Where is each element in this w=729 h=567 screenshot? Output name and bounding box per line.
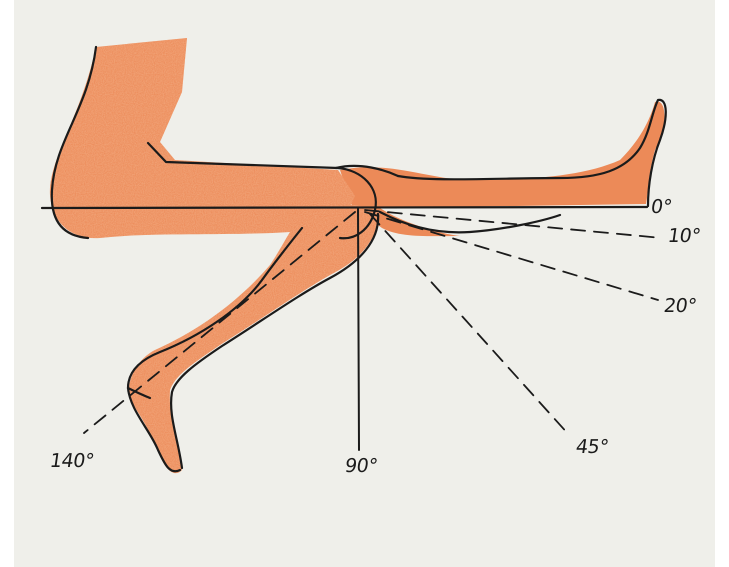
label-20-deg: 20°: [662, 295, 697, 317]
line-90-deg: [358, 208, 359, 450]
paper-border-left: [0, 0, 14, 567]
label-45-deg: 45°: [574, 436, 609, 458]
paper-border-right: [715, 0, 729, 567]
label-90-deg: 90°: [343, 455, 378, 477]
line-0-deg: [42, 207, 647, 208]
label-10-deg: 10°: [666, 225, 701, 247]
label-0-deg: 0°: [649, 196, 673, 218]
label-140-deg: 140°: [48, 450, 95, 472]
